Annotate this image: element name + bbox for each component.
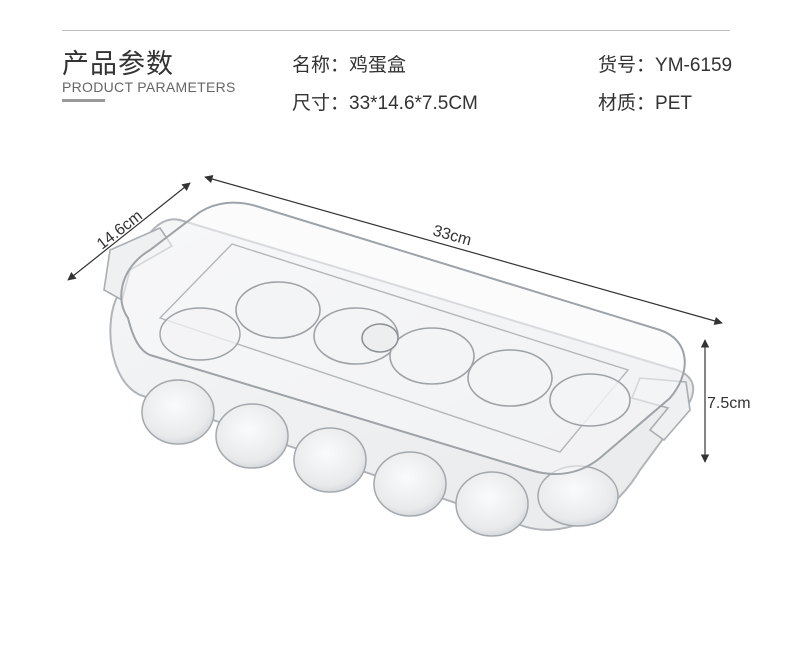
section-subtitle: PRODUCT PARAMETERS [62,79,236,95]
section-title: 产品参数 [62,49,174,79]
egg-cup [549,373,631,427]
top-divider [62,30,730,31]
spec-name: 名称：鸡蛋盒 [292,50,406,77]
length-label: 33cm [431,222,473,249]
spec-name-value: 鸡蛋盒 [349,55,407,76]
spec-code-value: YM-6159 [655,55,733,76]
spec-code-label: 货号： [598,55,656,76]
length-arrow [204,175,723,325]
height-label: 7.5cm [707,395,751,412]
spec-name-label: 名称： [292,55,350,76]
egg-cup [389,327,475,385]
spec-code: 货号：YM-6159 [598,50,732,77]
spec-size-value: 33*14.6*7.5CM [349,93,478,114]
lid-knob [361,323,399,353]
egg-cup [141,379,215,445]
spec-material-label: 材质： [598,93,656,114]
egg-cup [293,427,367,493]
egg-cup [455,471,529,537]
spec-material-value: PET [655,93,692,114]
egg-cup [215,403,289,469]
title-underline [62,99,105,102]
spec-material: 材质：PET [598,88,692,115]
egg-cup [467,349,553,407]
egg-cup [235,281,321,339]
egg-cup [537,465,619,527]
width-arrow [67,182,191,281]
spec-size-label: 尺寸： [292,93,350,114]
egg-cup [159,307,241,361]
tray-lid [120,201,686,475]
egg-cup [373,451,447,517]
spec-size: 尺寸：33*14.6*7.5CM [292,88,478,115]
